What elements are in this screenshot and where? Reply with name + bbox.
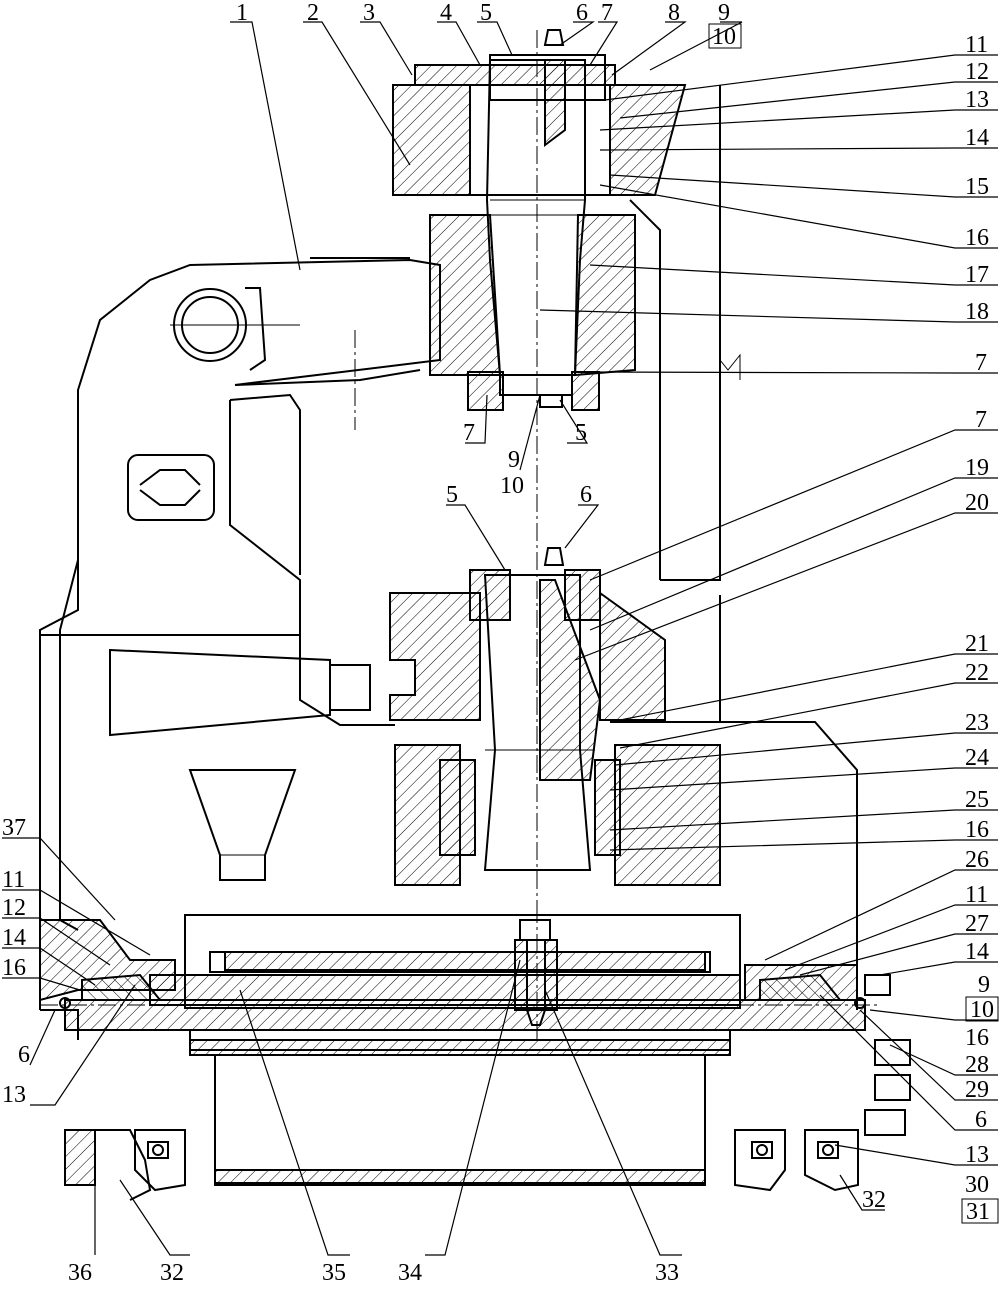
callout-19: 19 <box>965 455 989 481</box>
callout-13-right: 13 <box>965 1142 989 1168</box>
callout-20: 20 <box>965 490 989 516</box>
callout-9-top: 9 <box>718 0 730 26</box>
callout-16-mid: 16 <box>965 817 989 843</box>
callout-35: 35 <box>322 1260 346 1286</box>
horizontal-shaft-assembly <box>40 914 880 1186</box>
center-bolt <box>514 905 558 1040</box>
callout-10-mid: 10 <box>500 473 524 499</box>
callout-9-right: 9 <box>978 972 990 998</box>
callout-33: 33 <box>655 1260 679 1286</box>
callout-5-low: 5 <box>446 482 458 508</box>
callout-30: 30 <box>965 1172 989 1198</box>
callout-21: 21 <box>965 631 989 657</box>
callout-11-right: 11 <box>965 882 988 908</box>
callout-22: 22 <box>965 660 989 686</box>
callout-31: 31 <box>966 1199 990 1225</box>
lifting-eye <box>170 287 300 371</box>
callout-37: 37 <box>2 815 26 841</box>
upper-bearing-seat <box>429 214 636 411</box>
callout-17: 17 <box>965 262 989 288</box>
callout-25: 25 <box>965 787 989 813</box>
callout-10-right: 10 <box>970 997 994 1023</box>
callout-4: 4 <box>440 0 452 26</box>
callout-23: 23 <box>965 710 989 736</box>
lower-bearing-block <box>389 569 721 886</box>
callout-7-low: 7 <box>975 407 987 433</box>
callout-12-left: 12 <box>2 895 26 921</box>
callout-36: 36 <box>68 1260 92 1286</box>
callout-8: 8 <box>668 0 680 26</box>
callout-6-low: 6 <box>580 482 592 508</box>
callout-2: 2 <box>307 0 319 26</box>
wedge-block <box>109 648 371 737</box>
callout-28: 28 <box>965 1052 989 1078</box>
callout-32-bottom: 32 <box>160 1260 184 1286</box>
callout-10-top: 10 <box>712 24 736 50</box>
callout-11-top: 11 <box>965 32 988 58</box>
callout-32-right: 32 <box>862 1187 886 1213</box>
callout-6-left: 6 <box>18 1042 30 1068</box>
leader-lines <box>2 21 998 1256</box>
callout-6-top: 6 <box>576 0 588 26</box>
callout-16-right: 16 <box>965 1025 989 1051</box>
callout-3: 3 <box>363 0 375 26</box>
upper-bearing-housing <box>392 54 687 196</box>
callout-13-top: 13 <box>965 87 989 113</box>
callout-16-left: 16 <box>2 955 26 981</box>
foot-blocks <box>134 1129 859 1192</box>
callout-26: 26 <box>965 847 989 873</box>
callout-6-right: 6 <box>975 1107 987 1133</box>
lower-shaft <box>439 547 621 871</box>
callout-16-top: 16 <box>965 225 989 251</box>
right-end-bearing <box>744 964 911 1136</box>
callout-12-top: 12 <box>965 59 989 85</box>
callout-29: 29 <box>965 1077 989 1103</box>
callout-34: 34 <box>398 1260 422 1286</box>
callout-27: 27 <box>965 911 989 937</box>
callout-7-mid-right: 7 <box>975 350 987 376</box>
callout-5-top: 5 <box>480 0 492 26</box>
callout-24: 24 <box>965 745 989 771</box>
callout-15: 15 <box>965 174 989 200</box>
callout-7-mid-left: 7 <box>463 420 475 446</box>
callout-18: 18 <box>965 299 989 325</box>
main-frame <box>39 85 858 1040</box>
hopper <box>188 769 297 881</box>
callout-7-top: 7 <box>601 0 613 26</box>
callout-5-mid: 5 <box>575 420 587 446</box>
callout-1: 1 <box>236 0 248 26</box>
callout-14-right: 14 <box>965 939 989 965</box>
callout-14-left: 14 <box>2 925 26 951</box>
callout-11-left: 11 <box>2 867 25 893</box>
callout-13-left: 13 <box>2 1082 26 1108</box>
window-slot <box>127 454 215 521</box>
callout-9-mid: 9 <box>508 447 520 473</box>
callout-14-top: 14 <box>965 125 989 151</box>
